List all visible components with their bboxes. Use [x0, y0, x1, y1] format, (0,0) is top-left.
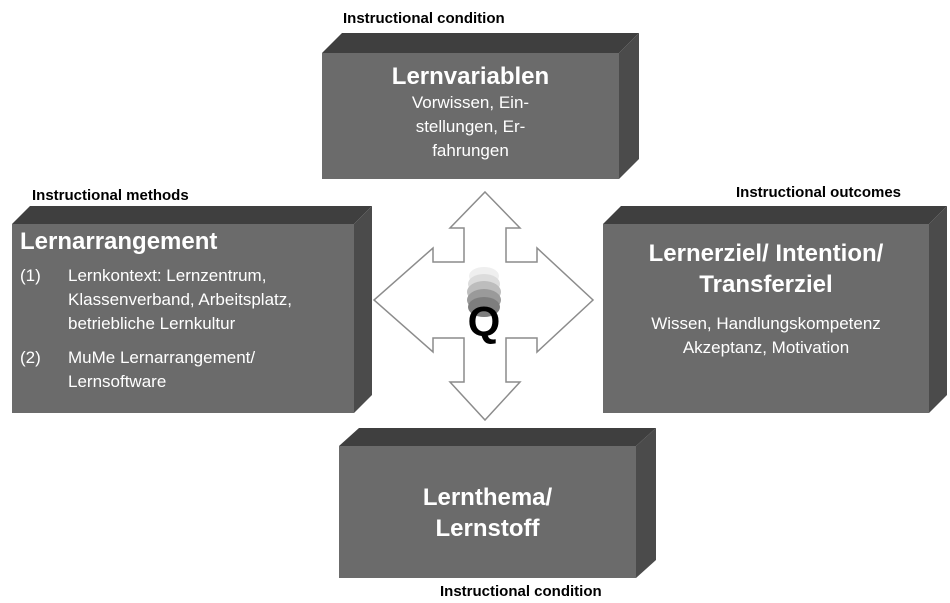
bottom-box-content: Lernthema/ Lernstoff	[339, 482, 636, 544]
right-box-title-line: Transferziel	[699, 271, 833, 298]
top-caption: Instructional condition	[343, 10, 505, 27]
right-caption: Instructional outcomes	[736, 184, 902, 201]
right-box-line: Wissen, Handlungskompetenz	[651, 314, 881, 333]
top-box-line: fahrungen	[432, 141, 509, 160]
q-logo-icon: Q	[467, 267, 501, 345]
top-box	[322, 33, 639, 179]
bottom-box-title-line: Lernstoff	[435, 515, 540, 542]
svg-text:Q: Q	[468, 298, 501, 345]
left-box-item-text: Lernkontext: Lernzentrum, Klassenverband…	[68, 266, 292, 333]
left-box-content: Lernarrangement (1) Lernkontext: Lernzen…	[20, 228, 356, 394]
top-box-content: Lernvariablen Vorwissen, Ein- stellungen…	[322, 63, 619, 163]
left-box-title: Lernarrangement	[20, 228, 218, 255]
left-box	[12, 206, 372, 413]
bottom-box-title-line: Lernthema/	[422, 484, 553, 511]
right-box-content: Lernerziel/ Intention/ Transferziel Wiss…	[603, 238, 929, 360]
left-box-item: (2) MuMe Lernarrangement/ Lernsoftware	[20, 346, 356, 394]
bottom-caption: Instructional condition	[440, 583, 602, 600]
top-box-line: Vorwissen, Ein-	[411, 93, 530, 112]
bottom-box	[339, 428, 656, 578]
right-box-line: Akzeptanz, Motivation	[682, 338, 850, 357]
top-box-title: Lernvariablen	[391, 63, 550, 90]
left-box-item: (1) Lernkontext: Lernzentrum, Klassenver…	[20, 264, 356, 336]
right-box-title-line: Lernerziel/ Intention/	[648, 240, 884, 267]
left-box-item-number: (2)	[20, 348, 41, 367]
right-box	[603, 206, 947, 413]
top-box-line: stellungen, Er-	[415, 117, 526, 136]
left-caption: Instructional methods	[32, 187, 189, 204]
left-box-item-number: (1)	[20, 266, 41, 285]
left-box-item-text: MuMe Lernarrangement/ Lernsoftware	[68, 348, 256, 391]
